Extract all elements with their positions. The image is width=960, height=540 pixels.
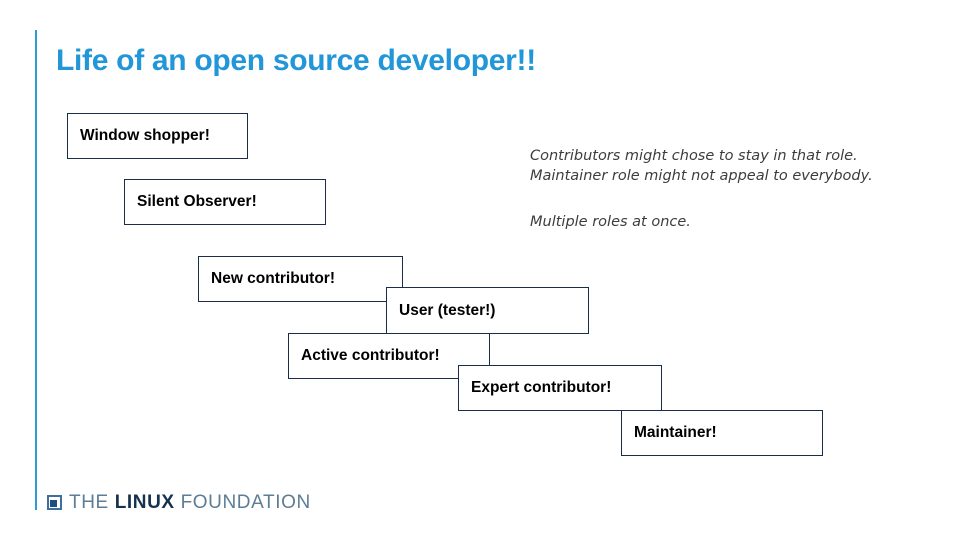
annotation-line: Contributors might chose to stay in that… [530,148,858,164]
role-box-expert-contributor[interactable]: Expert contributor! [458,365,662,411]
role-box-label: New contributor! [211,270,335,288]
left-accent-rule [35,30,37,510]
annotation-block-multiple-roles: Multiple roles at once. [530,213,691,233]
role-box-maintainer[interactable]: Maintainer! [621,410,823,456]
role-box-label: Maintainer! [634,424,717,442]
role-box-label: Window shopper! [80,127,210,145]
role-box-active-contributor[interactable]: Active contributor! [288,333,490,379]
role-box-new-contributor[interactable]: New contributor! [198,256,403,302]
logo-word-foundation: FOUNDATION [180,492,311,513]
role-box-silent-observer[interactable]: Silent Observer! [124,179,326,225]
annotation-line: Multiple roles at once. [530,214,691,230]
linux-foundation-square-icon [47,495,62,510]
logo-word-linux: LINUX [114,492,181,513]
page-title: Life of an open source developer!! [56,44,536,77]
logo-word-the: THE [69,492,115,513]
annotation-block-roles: Contributors might chose to stay in that… [530,147,873,186]
annotation-line: Maintainer role might not appeal to ever… [530,167,873,184]
role-box-user-tester[interactable]: User (tester!) [386,287,589,334]
role-box-label: Active contributor! [301,347,440,365]
role-box-label: Silent Observer! [137,193,257,211]
role-box-label: Expert contributor! [471,379,612,397]
linux-foundation-logo: THE LINUX FOUNDATION [47,493,311,512]
linux-foundation-wordmark: THE LINUX FOUNDATION [69,493,311,512]
role-box-window-shopper[interactable]: Window shopper! [67,113,248,159]
role-box-label: User (tester!) [399,301,496,319]
